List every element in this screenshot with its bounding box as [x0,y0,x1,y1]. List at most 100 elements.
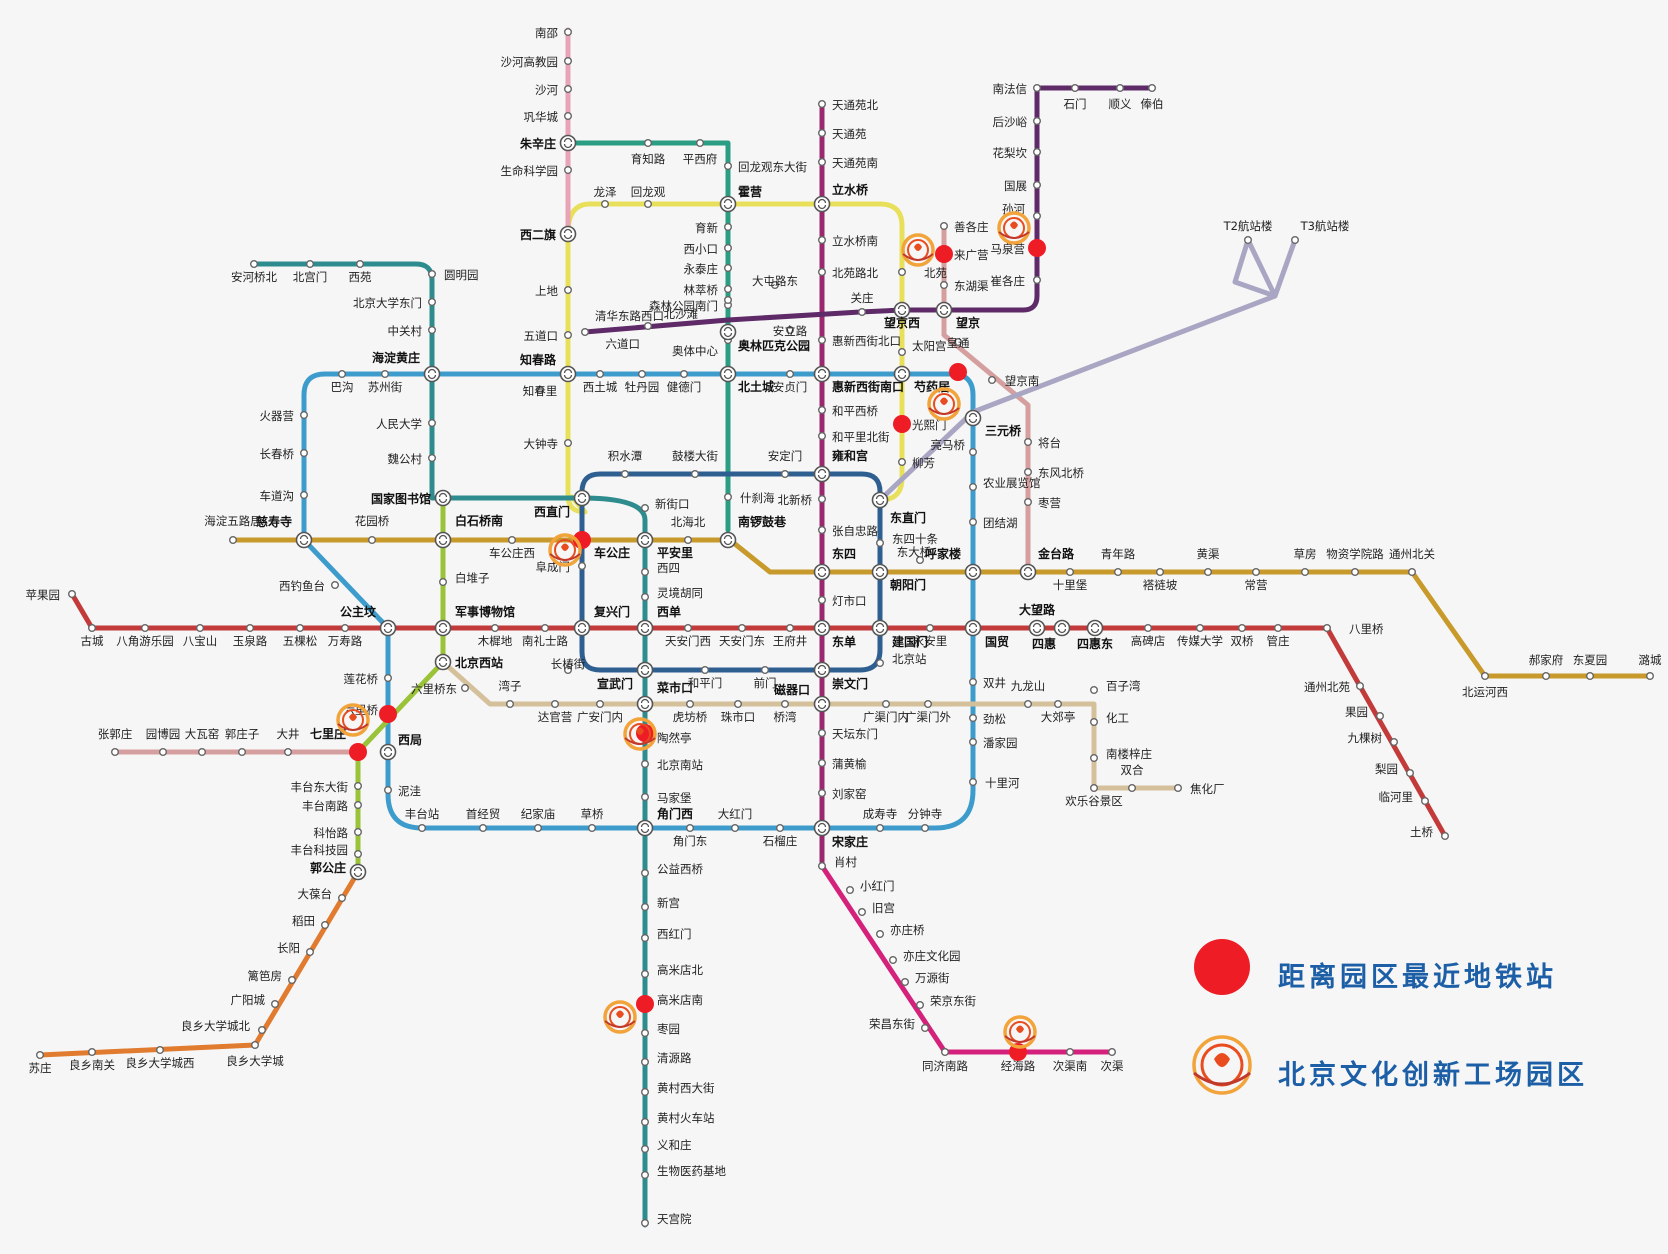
stop-yongtaizhuang [724,264,733,273]
station-label-changchunjie: 长椿街 [551,657,586,671]
station-label-tongjinanlu: 同济南路 [922,1059,968,1073]
station-label-pinganli: 平安里 [657,545,693,560]
station-label-huangcunxidajie: 黄村西大街 [657,1081,715,1095]
station-label-guomao: 国贸 [985,634,1009,649]
station-label-hepingxiqiao: 和平西桥 [832,404,878,418]
station-label-tiantongyuanbei: 天通苑北 [832,98,878,112]
station-label-guoyuan: 果园 [1345,705,1368,719]
stop-hepingxiqiao [818,406,827,415]
stop-xiaohongmen [846,886,855,895]
station-label-xierqi: 西二旗 [520,227,556,242]
stop-dazhongsi [564,439,573,448]
transfer-jintailu [1019,563,1037,581]
line-7 [440,659,1181,791]
station-label-aotizhongxin: 奥体中心 [672,344,718,358]
station-label-liufang: 柳芳 [912,456,935,470]
station-label-pingguoyuan: 苹果园 [26,588,61,602]
stop-fengtaikejiyuan [354,850,363,859]
station-label-tuqiao: 土桥 [1410,825,1433,839]
station-label-caofang: 草房 [1294,547,1317,561]
station-label-shiliuzhuang: 石榴庄 [763,834,798,848]
station-label-shichahai: 什刹海 [740,491,775,505]
transfer-ciqikou [813,695,831,713]
stop-wangjingnan [988,376,997,385]
transfer-fuxingmen [573,619,591,637]
station-label-jishuitan: 积水潭 [608,449,643,463]
station-label-tiantongyuan: 天通苑 [832,127,867,141]
stop-changying [1251,568,1260,577]
stop-wuzixueyuan [1350,568,1359,577]
station-label-guogongzhuang: 郭公庄 [310,860,346,875]
station-label-wudaokou: 五道口 [524,329,559,343]
legend-red-dot [1194,939,1250,995]
stop-hufangqiao [686,700,695,709]
station-label-changchunqiao: 长春桥 [260,447,295,461]
station-label-wanzi: 湾子 [499,679,522,693]
transfer-chaoyangmen [871,563,889,581]
transfer-beitucheng [719,365,737,383]
stop-dajiaoting [1053,700,1062,709]
stop-yonganli [926,624,935,633]
station-label-anzhenmen: 安贞门 [773,380,808,394]
stop-liujiayao [818,789,827,798]
station-label-dongzhimen: 东直门 [890,510,926,525]
transfer-gongzhufen [379,619,397,637]
legend-park-logo-icon [1192,1035,1252,1095]
stop-dongfengbeiqiao [1023,468,1032,477]
station-labels: 南邵沙河高教园沙河巩华城朱辛庄生命科学园西二旗上地五道口知春路知春里大钟寺西直门… [26,26,1662,1226]
stop-huilongguan [644,199,653,208]
nearest-dot-laiguangying [935,245,953,263]
station-label-gucheng: 古城 [81,634,104,648]
station-label-guangqumennei: 广渠门内 [863,710,909,724]
line-8 [565,140,731,533]
station-label-huoying: 霍营 [738,184,762,199]
station-label-dawanglu: 大望路 [1019,602,1056,617]
station-label-huixinxijiebeikou: 惠新西街北口 [832,334,901,348]
station-label-beishatan: 北沙滩 [664,307,699,321]
stop-beiyuan [898,268,907,277]
station-label-xingong: 新宫 [657,896,680,910]
stop-qinghuadonglu [581,328,590,337]
station-label-houshayu: 后沙峪 [993,115,1028,129]
transfer-chongwenmen [813,661,831,679]
stop-anzhenmen [786,370,795,379]
station-label-guanzhuang2: 管庄 [1267,634,1290,648]
stop-qingyuanlu [641,1057,650,1066]
station-label-shangezhuang: 善各庄 [954,220,989,234]
stop-huilongguandongdajie [724,161,733,170]
stop-longze [601,199,610,208]
stop-lingjinghutong [641,593,650,602]
stop-nanlouzizhuang [1089,754,1098,763]
station-label-beijingxizhan: 北京西站 [455,655,503,670]
station-label-sihuidong: 四惠东 [1077,636,1113,651]
stop-lishuiqiaonan [818,235,827,244]
stop-hepingmen [701,666,710,675]
station-label-dongdan: 东单 [832,634,856,649]
station-label-liyuan: 梨园 [1375,762,1398,776]
station-label-yuzhilu: 育知路 [631,152,666,166]
stop-shangezhuang [940,221,949,230]
stop-fengtaidongdajie [354,782,363,791]
station-label-renmindaxue: 人民大学 [376,417,422,431]
station-label-tiananmendong: 天安门东 [719,634,765,648]
line-14-east [941,223,1031,575]
station-label-andingmen: 安定门 [768,449,803,463]
stop-yuanmingyuan [428,270,437,279]
station-label-guozhuangzi: 郭庄子 [225,727,260,741]
station-label-shilihe: 十里河 [985,776,1020,790]
transfer-xizhimen [573,489,591,507]
transfer-pinganli [636,531,654,549]
station-label-libafang: 篱笆房 [248,969,283,983]
station-label-anhebei: 安河桥北 [231,270,277,284]
station-label-cuigezhuang: 崔各庄 [991,274,1026,288]
stop-shengmingkexueyuan [564,165,573,174]
stop-daotian [321,921,330,930]
stop-lucheng [1645,672,1654,681]
station-label-nanlishilu: 南礼士路 [522,634,568,648]
stop-qingnianlu [1113,568,1122,577]
transfer-xidan [636,619,654,637]
station-label-huilongguandongdajie: 回龙观东大街 [738,160,807,174]
station-label-wangjingxi: 望京西 [884,315,920,330]
station-label-liangxiangdaxuechengxi: 良乡大学城西 [126,1056,195,1070]
station-label-xisi: 西四 [657,561,680,575]
